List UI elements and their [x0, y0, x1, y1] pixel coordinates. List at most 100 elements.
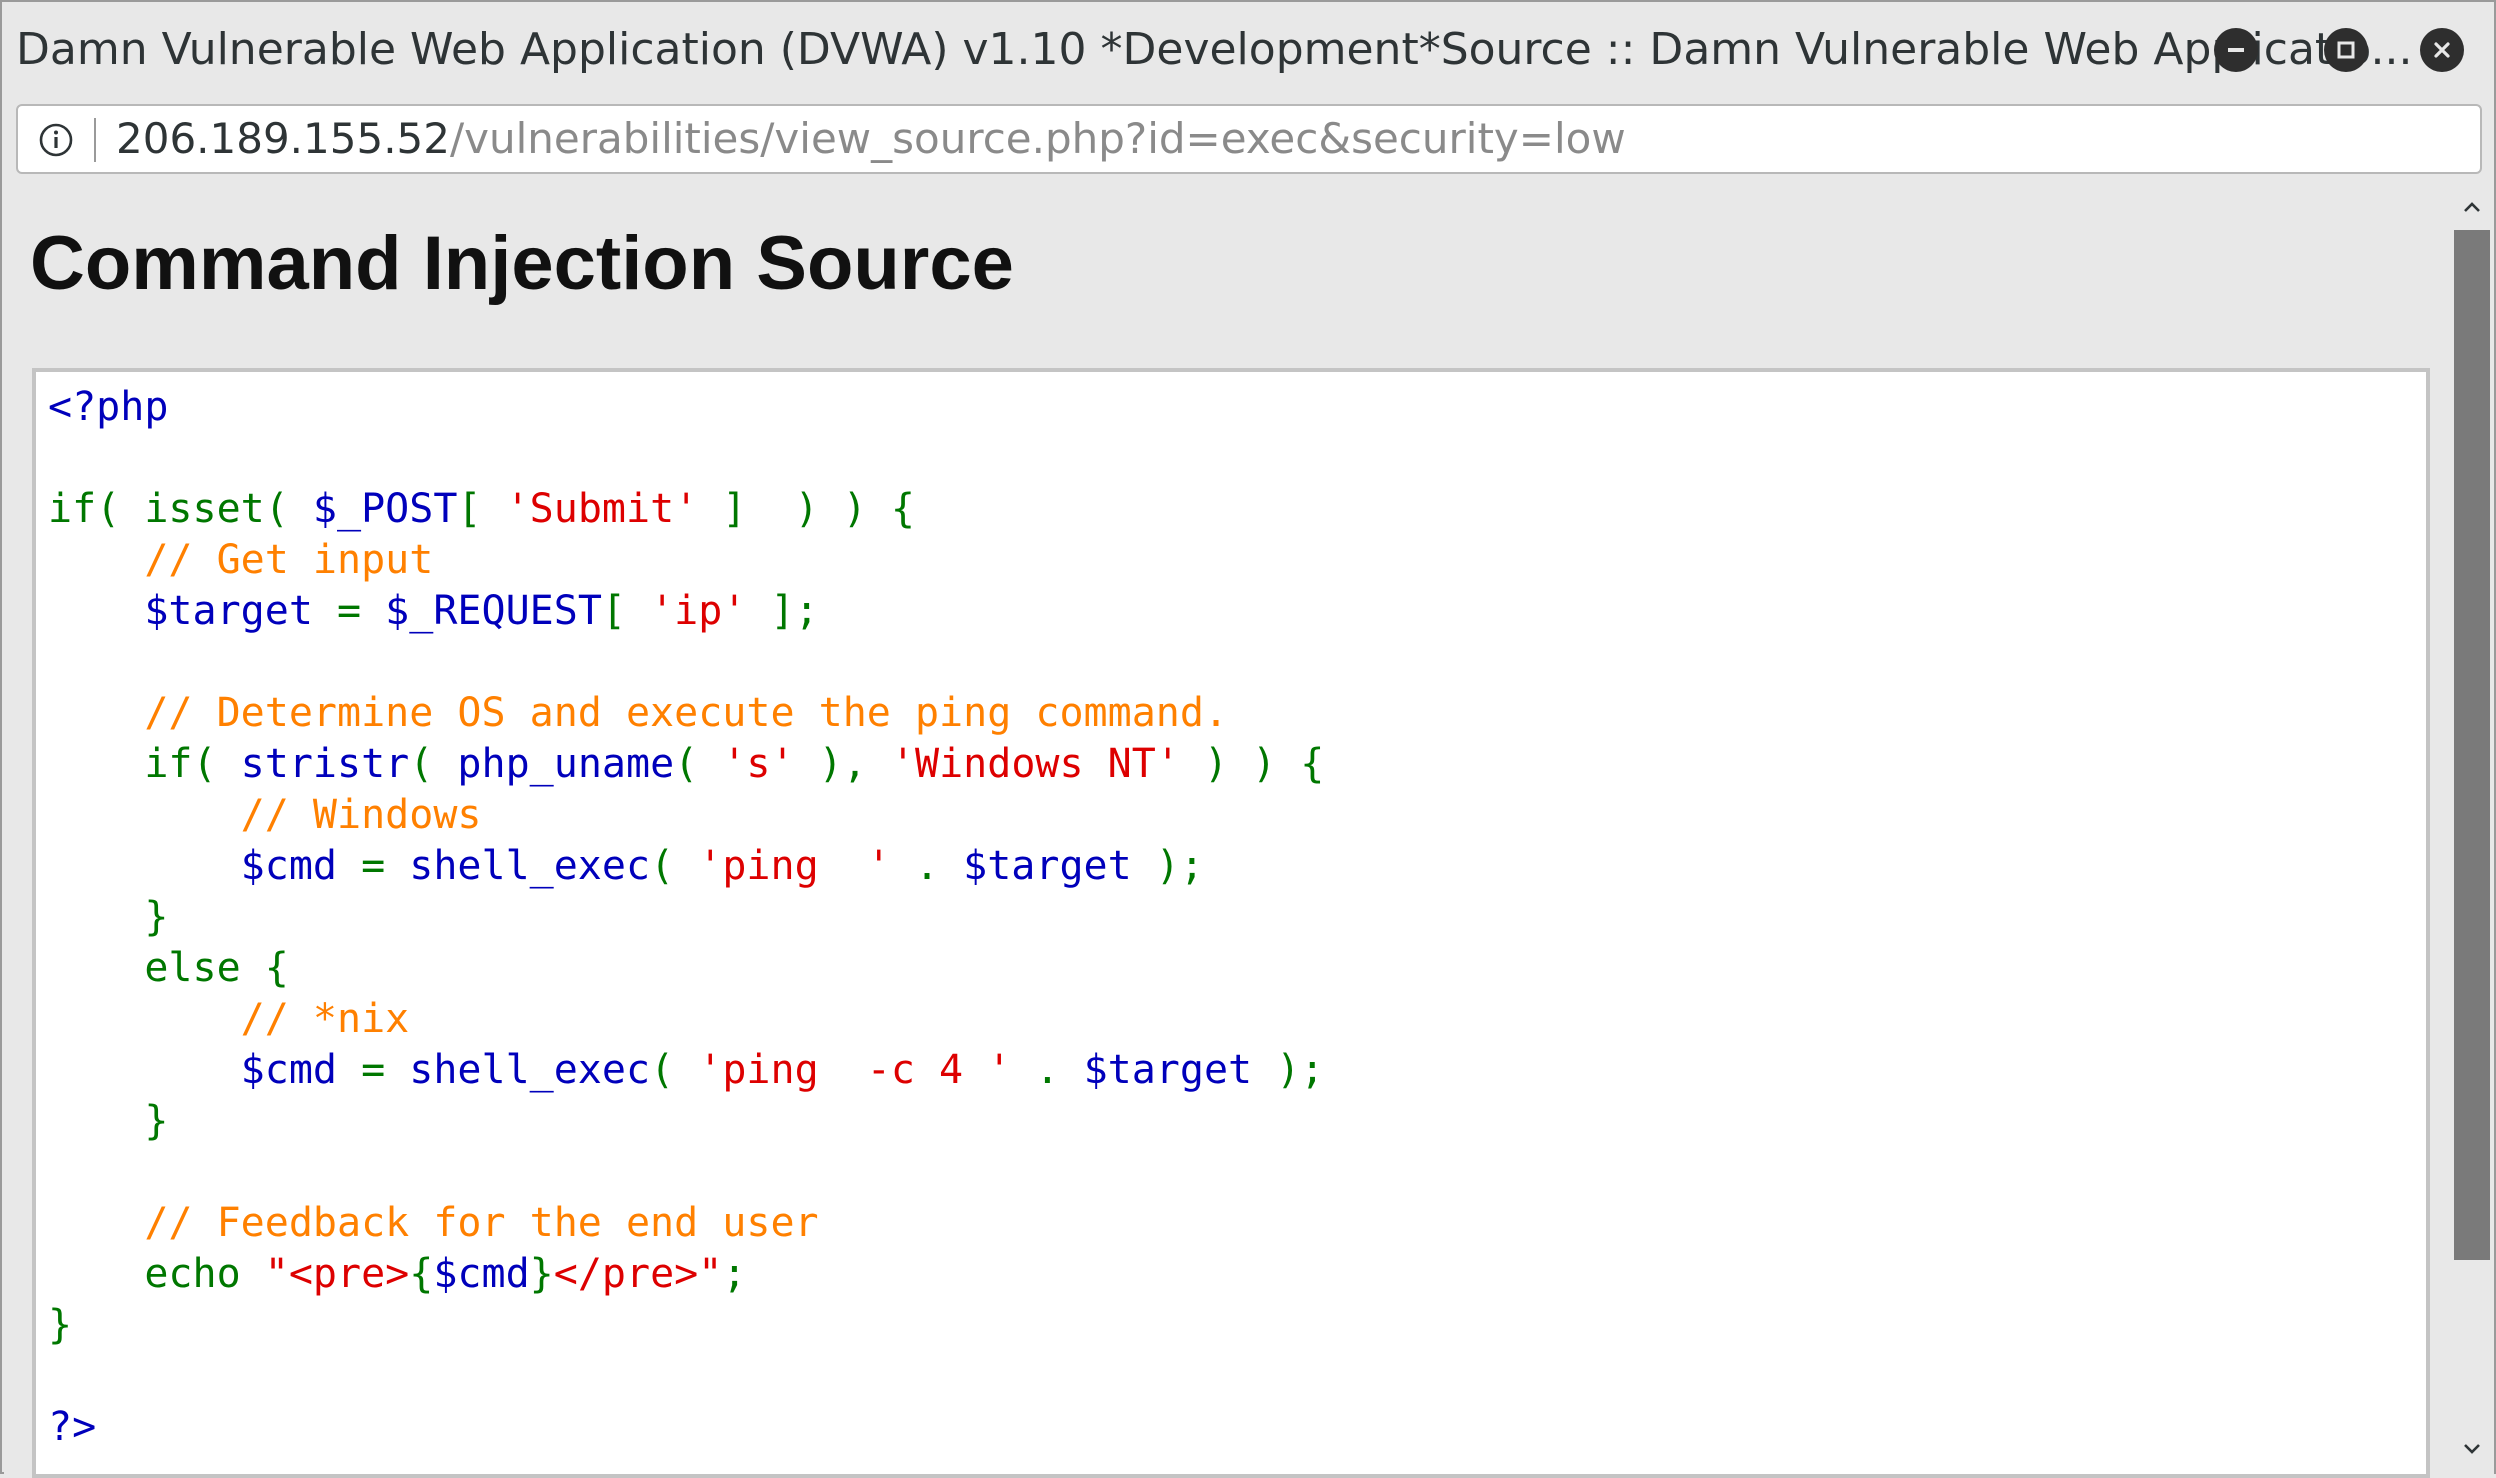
- code-token: ?>: [48, 1404, 97, 1450]
- code-token: $_REQUEST: [385, 588, 602, 634]
- code-token: [48, 1047, 241, 1093]
- url-host: 206.189.155.52: [116, 114, 450, 163]
- code-token: =: [336, 843, 410, 889]
- info-icon[interactable]: [38, 122, 74, 158]
- code-token: .: [1011, 1047, 1084, 1093]
- code-line: ​: [48, 1147, 1324, 1198]
- code-line: // Get input: [48, 535, 1324, 586]
- code-token: 'ping -c 4 ': [698, 1047, 1012, 1093]
- code-token: ),: [794, 741, 891, 787]
- code-token: $target: [1083, 1047, 1253, 1093]
- minimize-icon: [2228, 48, 2244, 52]
- code-token: (: [674, 741, 723, 787]
- code-token: (: [409, 741, 458, 787]
- code-token: 'Windows NT': [890, 741, 1180, 787]
- code-token: <?php: [48, 384, 169, 430]
- code-token: // Get input: [144, 537, 434, 583]
- code-token: [48, 843, 241, 889]
- code-line: <?php: [48, 382, 1324, 433]
- code-token: =: [312, 588, 386, 634]
- close-icon: [2434, 42, 2450, 58]
- code-token: }: [48, 1302, 73, 1348]
- chevron-up-icon: [2464, 202, 2480, 212]
- code-token: else {: [48, 945, 289, 991]
- code-token: (: [650, 843, 699, 889]
- code-token: if(: [48, 741, 241, 787]
- code-token: ;: [722, 1251, 747, 1297]
- code-token: [48, 537, 144, 583]
- code-token: .: [890, 843, 964, 889]
- title-bar[interactable]: Damn Vulnerable Web Application (DVWA) v…: [2, 2, 2494, 98]
- maximize-button[interactable]: [2324, 28, 2368, 72]
- code-token: [: [601, 588, 651, 634]
- code-line: echo "<pre>{$cmd}</pre>";: [48, 1249, 1324, 1300]
- source-code: <?php​if( isset( $_POST[ 'Submit' ] ) ) …: [48, 382, 1324, 1453]
- code-token: </pre>": [553, 1251, 723, 1297]
- code-token: if( isset(: [48, 486, 313, 532]
- scroll-down-button[interactable]: [2450, 1426, 2494, 1470]
- code-line: $cmd = shell_exec( 'ping -c 4 ' . $targe…: [48, 1045, 1325, 1096]
- code-token: (: [650, 1047, 699, 1093]
- code-token: [48, 588, 144, 634]
- scroll-thumb[interactable]: [2454, 230, 2490, 1260]
- code-line: }: [48, 892, 1324, 943]
- scroll-up-button[interactable]: [2450, 186, 2494, 230]
- url-text[interactable]: 206.189.155.52/vulnerabilities/view_sour…: [116, 106, 1626, 172]
- code-line: // Determine OS and execute the ping com…: [48, 688, 1324, 739]
- code-line: if( isset( $_POST[ 'Submit' ] ) ) {: [48, 484, 1324, 535]
- code-token: // *nix: [240, 996, 410, 1042]
- code-line: ​: [48, 1351, 1324, 1402]
- code-token: );: [1131, 843, 1204, 889]
- code-token: );: [1252, 1047, 1325, 1093]
- code-token: "<pre>: [264, 1251, 410, 1297]
- code-token: $cmd: [240, 1047, 337, 1093]
- code-line: }: [48, 1096, 1324, 1147]
- code-token: // Feedback for the end user: [144, 1200, 819, 1246]
- source-code-box: <?php​if( isset( $_POST[ 'Submit' ] ) ) …: [32, 368, 2430, 1478]
- code-token: ];: [746, 588, 819, 634]
- close-button[interactable]: [2420, 28, 2464, 72]
- address-bar[interactable]: 206.189.155.52/vulnerabilities/view_sour…: [16, 104, 2482, 174]
- code-line: ?>: [48, 1402, 1324, 1453]
- code-line: // *nix: [48, 994, 1324, 1045]
- code-token: 'ip': [650, 588, 747, 634]
- code-token: $cmd: [240, 843, 337, 889]
- code-token: echo: [48, 1251, 265, 1297]
- code-token: =: [336, 1047, 410, 1093]
- window-title: Damn Vulnerable Web Application (DVWA) v…: [16, 24, 2413, 75]
- vertical-scrollbar[interactable]: [2450, 182, 2494, 1474]
- minimize-button[interactable]: [2214, 28, 2258, 72]
- code-token: [: [457, 486, 506, 532]
- code-token: ] ) ) {: [698, 486, 915, 532]
- code-token: [48, 996, 241, 1042]
- code-token: ) ) {: [1179, 741, 1325, 787]
- code-token: 'ping ': [698, 843, 891, 889]
- chevron-down-icon: [2464, 1444, 2480, 1454]
- code-line: if( stristr( php_uname( 's' ), 'Windows …: [48, 739, 1324, 790]
- code-line: ​: [48, 637, 1324, 688]
- code-token: 'Submit': [505, 486, 699, 532]
- code-token: // Windows: [240, 792, 482, 838]
- maximize-icon: [2337, 41, 2355, 59]
- code-token: $target: [144, 588, 313, 634]
- code-token: [48, 792, 241, 838]
- code-token: shell_exec: [409, 843, 651, 889]
- code-line: // Feedback for the end user: [48, 1198, 1324, 1249]
- page-content: Command Injection Source <?php​if( isset…: [4, 182, 2450, 1478]
- code-token: $target: [963, 843, 1132, 889]
- code-line: ​: [48, 433, 1324, 484]
- code-token: stristr: [240, 741, 410, 787]
- code-token: // Determine OS and execute the ping com…: [144, 690, 1229, 736]
- code-line: else {: [48, 943, 1324, 994]
- code-token: [48, 690, 144, 736]
- code-line: }: [48, 1300, 1324, 1351]
- code-token: }: [48, 894, 169, 940]
- code-token: {: [409, 1251, 434, 1297]
- code-token: }: [529, 1251, 554, 1297]
- code-line: $cmd = shell_exec( 'ping ' . $target );: [48, 841, 1324, 892]
- code-line: $target = $_REQUEST[ 'ip' ];: [48, 586, 1324, 637]
- code-token: 's': [722, 741, 795, 787]
- page-title: Command Injection Source: [30, 221, 1014, 306]
- code-token: [48, 1200, 144, 1246]
